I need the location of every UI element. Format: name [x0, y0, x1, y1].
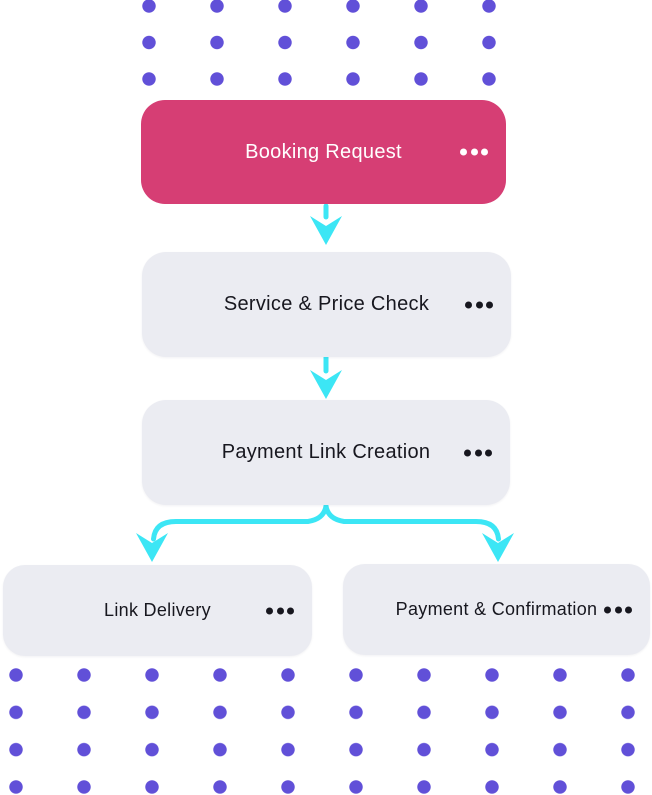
dot-pattern-top	[142, 0, 496, 86]
node-label: Payment Link Creation	[221, 441, 431, 463]
flow-node-payment-confirmation[interactable]: Payment & Confirmation	[343, 564, 650, 655]
node-label: Booking Request	[245, 140, 402, 163]
node-label: Link Delivery	[104, 600, 211, 620]
ellipsis-icon[interactable]	[266, 607, 294, 614]
flow-node-link-delivery[interactable]: Link Delivery	[3, 565, 312, 656]
node-label: Payment & Confirmation	[395, 599, 598, 619]
ellipsis-icon[interactable]	[464, 449, 492, 456]
dot-pattern-bottom	[9, 668, 639, 794]
flow-node-payment-link-creation[interactable]: Payment Link Creation	[142, 400, 510, 505]
node-label: Service & Price Check	[223, 293, 430, 315]
ellipsis-icon[interactable]	[604, 606, 632, 613]
ellipsis-icon[interactable]	[465, 301, 493, 308]
arrow-booking-to-service	[310, 203, 342, 245]
flow-node-booking-request[interactable]: Booking Request	[141, 100, 506, 204]
arrow-service-to-paylink	[310, 354, 342, 399]
arrow-paylink-split	[136, 503, 514, 562]
flow-node-service-price-check[interactable]: Service & Price Check	[142, 252, 511, 357]
ellipsis-icon[interactable]	[460, 148, 488, 156]
